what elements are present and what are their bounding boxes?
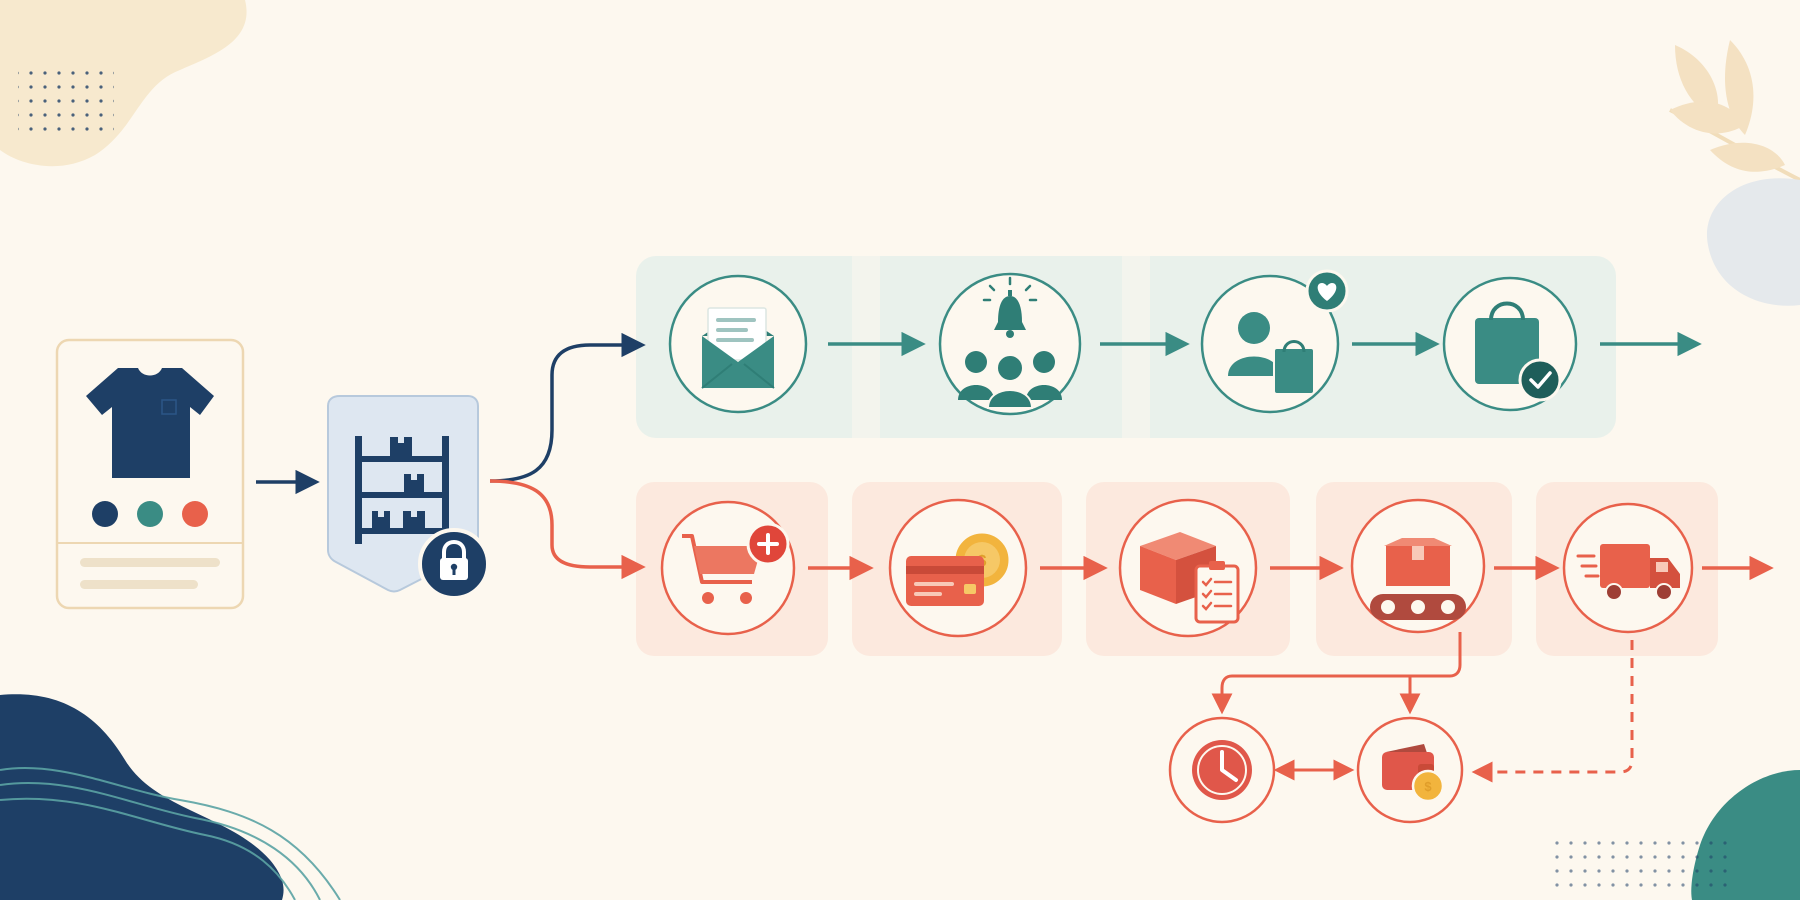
- t-shirt-icon: [86, 368, 214, 478]
- blob-right: [1706, 178, 1800, 306]
- swatch-navy[interactable]: [92, 501, 118, 527]
- connector-fulfillment-branch: [1211, 632, 1462, 715]
- step-add-to-cart[interactable]: [660, 500, 796, 636]
- step-email-notification[interactable]: [668, 274, 808, 414]
- step-shipping[interactable]: [1562, 502, 1694, 634]
- conveyor-box-icon: [1370, 538, 1466, 620]
- connector-shipping-to-refund-dashed: [1471, 640, 1634, 783]
- warehouse-shelves-icon: [355, 436, 449, 544]
- waitlist-flow: [668, 269, 1702, 416]
- cart-plus-icon: [682, 522, 790, 604]
- credit-card-coin-icon: $: [906, 530, 1012, 606]
- text-placeholder-1: [80, 558, 220, 567]
- bell-people-icon: [958, 276, 1062, 409]
- wave-lines: [0, 766, 341, 900]
- connector-to-waitlist: [489, 332, 646, 483]
- delivery-truck-icon: [1576, 544, 1680, 601]
- lock-icon: [418, 528, 490, 600]
- blob-bottom-left-navy: [0, 694, 284, 900]
- swatch-teal[interactable]: [137, 501, 163, 527]
- swatch-coral[interactable]: [182, 501, 208, 527]
- step-customer-favorite[interactable]: [1200, 269, 1349, 414]
- inventory-shield[interactable]: [327, 395, 490, 600]
- customer-bag-heart-icon: [1228, 312, 1315, 395]
- order-flow: $: [660, 498, 1774, 824]
- waitlist-band: [636, 256, 1616, 438]
- svg-text:$: $: [1424, 779, 1432, 794]
- envelope-icon: [701, 307, 775, 389]
- step-fulfillment[interactable]: [1350, 498, 1486, 634]
- dot-grid-bottom-right: [1545, 835, 1735, 895]
- wallet-coin-icon: $: [1382, 744, 1445, 803]
- connector-to-order: [489, 479, 646, 580]
- step-order-packing[interactable]: [1118, 498, 1258, 638]
- step-purchase-confirmed[interactable]: [1442, 276, 1578, 412]
- heart-badge-icon: [1305, 269, 1349, 313]
- text-placeholder-2: [80, 580, 198, 589]
- step-notify-subscribers[interactable]: [938, 272, 1082, 416]
- step-payment[interactable]: $: [888, 498, 1028, 638]
- product-card[interactable]: [55, 338, 245, 610]
- branch-refund[interactable]: $: [1356, 716, 1464, 824]
- dot-grid-top-left: [18, 64, 114, 136]
- branch-delay-hold[interactable]: [1168, 716, 1276, 824]
- clock-icon: [1192, 740, 1252, 800]
- leaf-branch-icon: [1669, 40, 1800, 182]
- shopping-bag-check-icon: [1475, 301, 1562, 402]
- box-checklist-icon: [1140, 532, 1240, 624]
